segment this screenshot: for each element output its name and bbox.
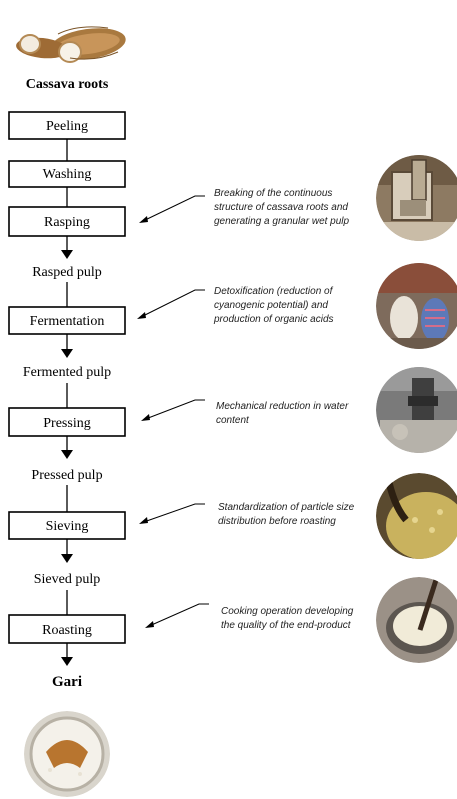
product-rasped-pulp: Rasped pulp (32, 265, 102, 280)
stage-washing: Washing (9, 161, 125, 187)
stage-label: Fermentation (30, 314, 105, 329)
stage-label: Roasting (42, 623, 92, 638)
annotation-roasting: Cooking operation developing the quality… (221, 606, 356, 631)
stage-peeling: Peeling (9, 112, 125, 139)
annotation-line: production of organic acids (213, 314, 334, 325)
stage-label: Rasping (44, 215, 90, 230)
stage-sieving: Sieving (9, 512, 125, 539)
annotation-line: content (216, 415, 250, 426)
annotation-fermentation: Detoxification (reduction of cyanogenic … (213, 286, 335, 325)
annotation-pressing: Mechanical reduction in water content (216, 401, 351, 426)
annotation-rasping: Breaking of the continuous structure of … (214, 188, 351, 227)
product-pressed-pulp: Pressed pulp (31, 468, 102, 483)
annotation-line: distribution before roasting (218, 516, 336, 527)
product-fermented-pulp: Fermented pulp (23, 365, 111, 380)
annotation-line: Cooking operation developing (221, 606, 354, 617)
annotation-line: Detoxification (reduction of (214, 286, 334, 297)
stage-fermentation: Fermentation (9, 307, 125, 334)
annotation-line: generating a granular wet pulp (214, 216, 350, 227)
final-product-label: Gari (52, 674, 82, 690)
annotation-line: Mechanical reduction in water (216, 401, 349, 412)
cassava-roots-photo-icon (15, 24, 128, 64)
annotation-sieving: Standardization of particle size distrib… (218, 502, 357, 527)
stage-label: Pressing (43, 416, 90, 431)
press-machine-photo-icon (376, 367, 457, 456)
annotation-line: Standardization of particle size (218, 502, 355, 513)
stage-roasting: Roasting (9, 615, 125, 643)
roasting-pan-photo-icon (376, 577, 457, 663)
stage-pressing: Pressing (9, 408, 125, 436)
annotation-line: the quality of the end-product (221, 620, 352, 631)
stage-label: Washing (43, 167, 92, 182)
stage-label: Sieving (46, 519, 89, 534)
product-sieved-pulp: Sieved pulp (34, 572, 101, 587)
stage-rasping: Rasping (9, 207, 125, 236)
annotation-line: cyanogenic potential) and (214, 300, 328, 311)
rasping-machine-photo-icon (376, 155, 457, 242)
sieving-photo-icon (376, 473, 457, 560)
stage-label: Peeling (46, 119, 88, 134)
fermentation-sacks-photo-icon (376, 263, 457, 352)
annotation-pointers (137, 196, 209, 628)
annotation-line: structure of cassava roots and (214, 202, 348, 213)
gari-bowl-photo-icon (24, 711, 110, 797)
annotation-line: Breaking of the continuous (214, 188, 332, 199)
title-label: Cassava roots (26, 77, 109, 92)
